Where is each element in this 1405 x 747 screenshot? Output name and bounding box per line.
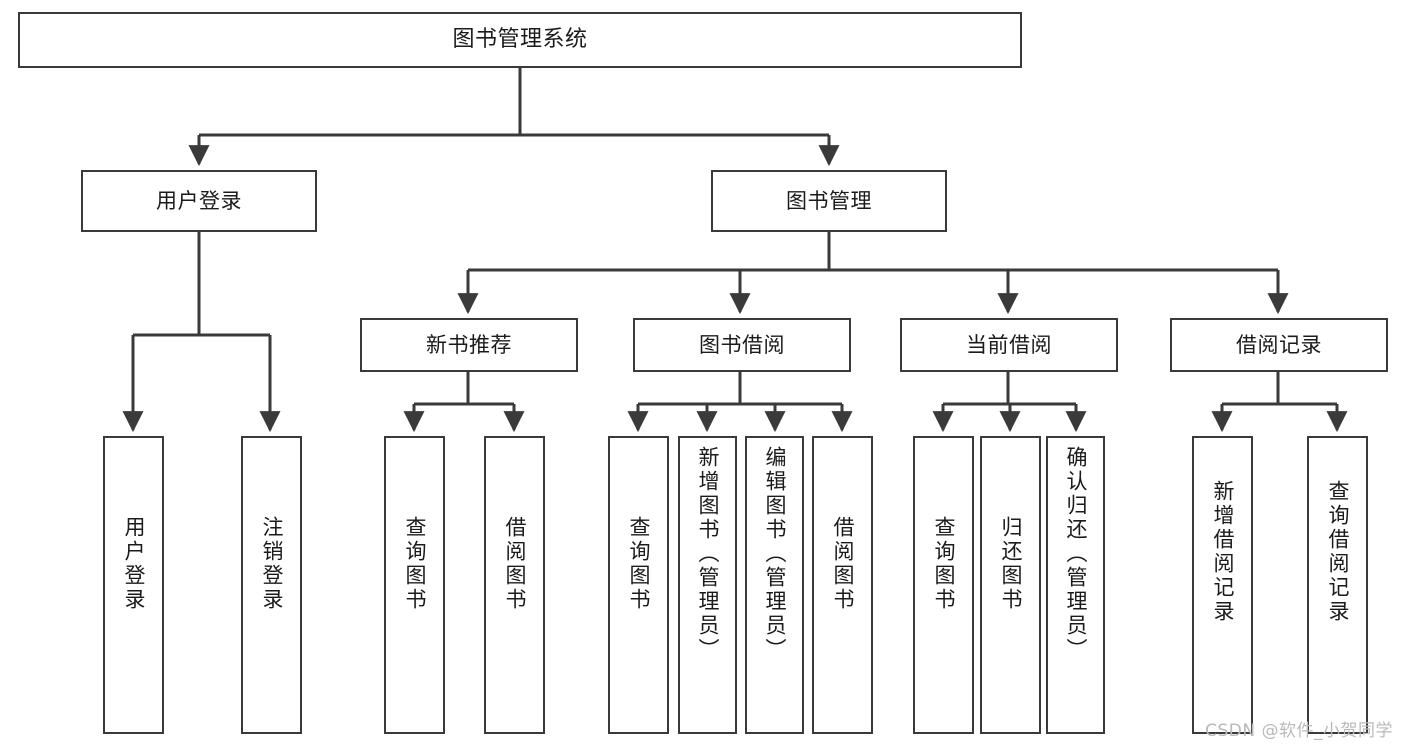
node-label: 图书管理系统 bbox=[452, 27, 588, 53]
leaf-query-book-borrow[interactable]: 查询图书 bbox=[608, 436, 669, 734]
leaf-edit-book-admin[interactable]: 编辑图书（管理员） bbox=[745, 436, 804, 734]
node-label: 查询图书 bbox=[403, 516, 427, 612]
leaf-logout-login[interactable]: 注销登录 bbox=[241, 436, 302, 734]
node-label: 归还图书 bbox=[999, 516, 1023, 612]
node-label: 新书推荐 bbox=[426, 332, 512, 357]
node-label: 注销登录 bbox=[260, 516, 284, 612]
node-label: 查询图书 bbox=[932, 516, 956, 612]
leaf-query-borrow-record[interactable]: 查询借阅记录 bbox=[1307, 436, 1368, 734]
node-label: 借阅图书 bbox=[503, 516, 527, 612]
leaf-add-borrow-record[interactable]: 新增借阅记录 bbox=[1192, 436, 1253, 734]
node-label: 图书管理 bbox=[786, 188, 872, 213]
node-current-borrow[interactable]: 当前借阅 bbox=[900, 318, 1118, 372]
node-label: 编辑图书（管理员） bbox=[763, 446, 787, 662]
node-book-management[interactable]: 图书管理 bbox=[711, 170, 947, 232]
node-label: 确认归还（管理员） bbox=[1064, 446, 1088, 662]
node-label: 借阅记录 bbox=[1236, 332, 1322, 357]
leaf-add-book-admin[interactable]: 新增图书（管理员） bbox=[678, 436, 737, 734]
node-label: 查询图书 bbox=[627, 516, 651, 612]
node-label: 新增图书（管理员） bbox=[696, 446, 720, 662]
leaf-query-book-current[interactable]: 查询图书 bbox=[913, 436, 974, 734]
node-label: 用户登录 bbox=[122, 516, 146, 612]
node-label: 查询借阅记录 bbox=[1326, 480, 1350, 624]
leaf-borrow-book-new-book[interactable]: 借阅图书 bbox=[484, 436, 545, 734]
node-borrow-record[interactable]: 借阅记录 bbox=[1170, 318, 1388, 372]
leaf-user-login[interactable]: 用户登录 bbox=[103, 436, 164, 734]
node-book-borrow[interactable]: 图书借阅 bbox=[633, 318, 851, 372]
node-label: 用户登录 bbox=[156, 188, 242, 213]
node-label: 当前借阅 bbox=[966, 332, 1052, 357]
leaf-return-book[interactable]: 归还图书 bbox=[980, 436, 1041, 734]
node-label: 新增借阅记录 bbox=[1211, 480, 1235, 624]
node-new-book-recommendation[interactable]: 新书推荐 bbox=[360, 318, 578, 372]
leaf-borrow-book-borrow[interactable]: 借阅图书 bbox=[812, 436, 873, 734]
node-root-book-management-system[interactable]: 图书管理系统 bbox=[18, 12, 1022, 68]
node-user-login[interactable]: 用户登录 bbox=[81, 170, 317, 232]
node-label: 借阅图书 bbox=[831, 516, 855, 612]
leaf-query-book-new-book[interactable]: 查询图书 bbox=[384, 436, 445, 734]
leaf-confirm-return-admin[interactable]: 确认归还（管理员） bbox=[1046, 436, 1105, 734]
node-label: 图书借阅 bbox=[699, 332, 785, 357]
